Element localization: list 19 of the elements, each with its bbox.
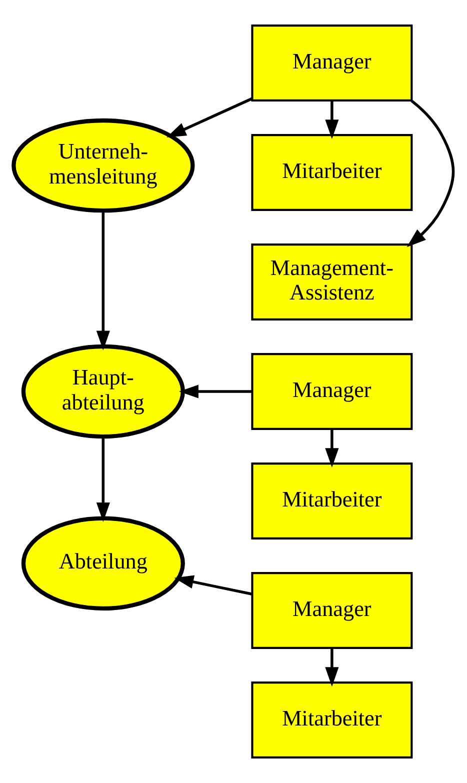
node-box: Manager bbox=[251, 24, 413, 102]
node-ellipse: Unterneh- mensleitung bbox=[12, 118, 195, 213]
node-box: Mitarbeiter bbox=[251, 462, 413, 540]
arrow bbox=[325, 100, 339, 140]
node-box: Manager bbox=[251, 572, 413, 649]
arrow bbox=[179, 384, 252, 398]
node-box: Manager bbox=[251, 353, 413, 430]
arrow bbox=[325, 648, 339, 687]
arrow bbox=[406, 100, 455, 248]
node-box: Management- Assistenz bbox=[251, 244, 413, 320]
node-ellipse: Abteilung bbox=[21, 516, 185, 611]
arrow bbox=[325, 429, 339, 468]
node-box: Mitarbeiter bbox=[251, 682, 413, 758]
node-ellipse: Haupt- abteilung bbox=[21, 344, 185, 439]
arrow bbox=[96, 210, 110, 350]
node-box: Mitarbeiter bbox=[251, 134, 413, 211]
arrow bbox=[174, 575, 252, 596]
arrow bbox=[166, 97, 253, 138]
arrow bbox=[96, 436, 110, 522]
